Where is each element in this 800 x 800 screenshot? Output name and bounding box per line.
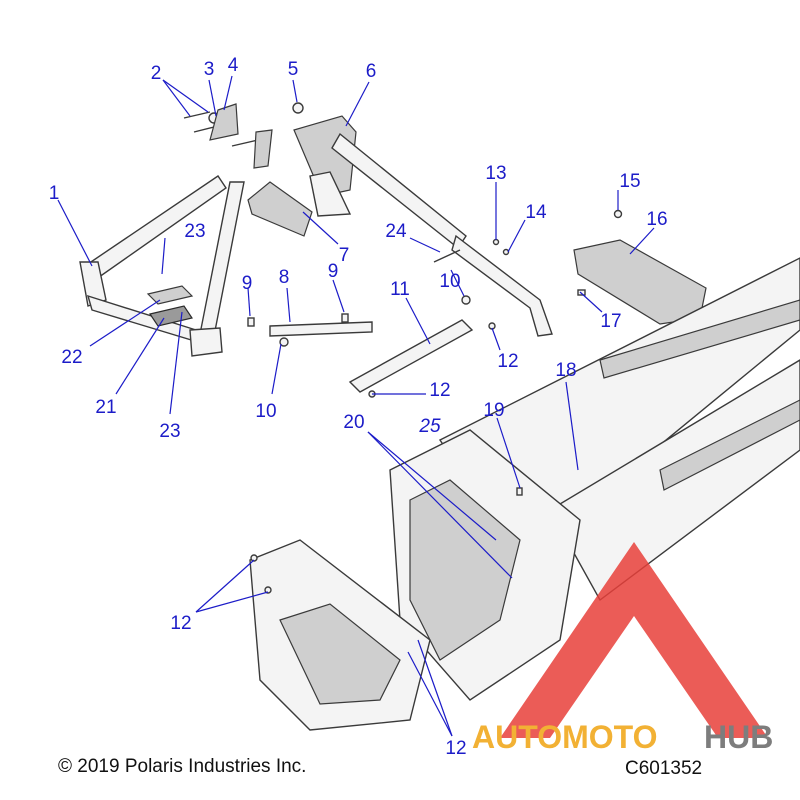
part-21-22-plates [146,285,194,327]
callout-18: 18 [555,360,576,381]
part-6-steering-post [293,115,553,337]
automotohub-watermark: AUTOMOTO HUB [472,542,773,755]
part-7-bracket [247,181,313,237]
callout-20: 20 [343,412,364,433]
part-16-plate [573,239,707,325]
callout-21: 21 [95,397,116,418]
callout-10-left: 10 [255,401,276,422]
part-2-3-4-hardware [183,103,273,169]
callout-4: 4 [228,55,239,76]
watermark-brand-part2: HUB [704,719,773,755]
callout-19: 19 [483,400,504,421]
callout-10-right: 10 [439,271,460,292]
part-1-strut [79,175,227,343]
callout-3: 3 [204,59,215,80]
callout-15: 15 [619,171,640,192]
part-20-chassis [249,429,581,731]
callout-12-mid: 12 [497,351,518,372]
callout-6: 6 [366,61,377,82]
callout-9-right: 9 [328,261,339,282]
callout-12-bottom: 12 [445,738,466,759]
watermark-brand-part1: AUTOMOTO [472,719,657,755]
callout-23-top: 23 [184,221,205,242]
diagram-code: C601352 [625,758,703,779]
callout-9-left: 9 [242,273,253,294]
callout-14: 14 [525,202,547,223]
callout-22: 22 [61,347,82,368]
callout-12-left: 12 [170,613,191,634]
callout-24: 24 [385,221,407,242]
copyright-notice: © 2019 Polaris Industries Inc. [58,756,307,777]
callout-1: 1 [49,183,60,204]
callout-12-link: 12 [429,380,450,401]
callout-labels: 1 2 3 4 5 6 7 8 9 9 10 10 11 12 12 12 12… [49,55,668,759]
callout-25: 25 [418,416,441,437]
part-5-clip [292,102,304,114]
leader-lines [57,75,655,737]
callout-5: 5 [288,59,299,80]
part-8-tie-rod [269,321,373,337]
part-11-drag-link [348,319,474,393]
part-rear-tube [189,181,245,357]
watermark-inner-triangle [586,648,682,724]
callout-23-bottom: 23 [159,421,180,442]
callout-7: 7 [339,245,350,266]
callout-16: 16 [646,209,667,230]
callout-17: 17 [600,311,621,332]
callout-11: 11 [390,279,410,300]
callout-2: 2 [151,63,162,84]
callout-13: 13 [485,163,506,184]
callout-8: 8 [279,267,290,288]
watermark-triangle-icon [500,542,768,738]
